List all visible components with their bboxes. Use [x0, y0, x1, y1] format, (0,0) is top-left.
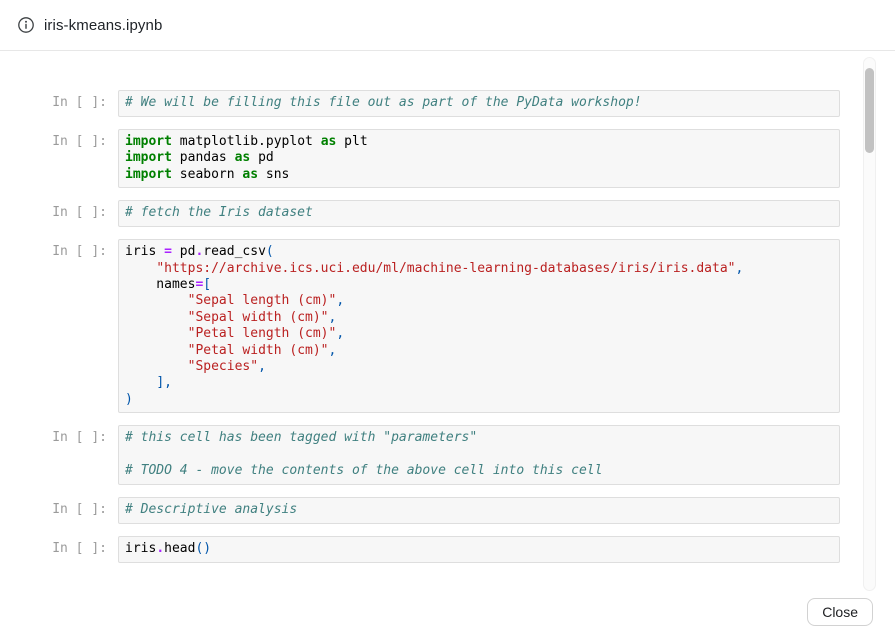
notebook-scroll-area: In [ ]: # We will be filling this file ou…: [0, 52, 895, 591]
cell-input[interactable]: # fetch the Iris dataset: [118, 200, 840, 228]
notebook-cell: In [ ]: iris = pd.read_csv( "https://arch…: [0, 239, 895, 414]
notebook-cell: In [ ]: # this cell has been tagged with …: [0, 425, 895, 485]
notebook-cell: In [ ]: iris.head(): [0, 535, 895, 563]
cell-input[interactable]: iris = pd.read_csv( "https://archive.ics…: [118, 239, 840, 414]
scrollbar-track[interactable]: [863, 57, 876, 591]
scrollbar-thumb[interactable]: [865, 68, 874, 153]
cell-prompt: In [ ]:: [52, 244, 107, 260]
cell-input[interactable]: # We will be filling this file out as pa…: [118, 90, 840, 117]
notebook-cell: In [ ]: # We will be filling this file ou…: [0, 90, 895, 117]
cell-prompt: In [ ]:: [52, 95, 107, 110]
close-button[interactable]: Close: [807, 598, 873, 626]
cell-prompt: In [ ]:: [52, 540, 107, 556]
cell-input[interactable]: # this cell has been tagged with "parame…: [118, 425, 840, 485]
cell-input[interactable]: # Descriptive analysis: [118, 496, 840, 524]
cell-prompt: In [ ]:: [52, 430, 107, 446]
info-icon[interactable]: [18, 17, 34, 33]
cell-prompt: In [ ]:: [52, 205, 107, 221]
notebook-cell: In [ ]: # Descriptive analysis: [0, 496, 895, 524]
notebook-cell: In [ ]: # fetch the Iris dataset: [0, 200, 895, 228]
cell-input[interactable]: import matplotlib.pyplot as plt import p…: [118, 129, 840, 189]
notebook-cell: In [ ]: import matplotlib.pyplot as plt i…: [0, 129, 895, 189]
cell-prompt: In [ ]:: [52, 134, 107, 149]
cell-prompt: In [ ]:: [52, 501, 107, 517]
page-title: iris-kmeans.ipynb: [44, 16, 163, 34]
cell-input[interactable]: iris.head(): [118, 535, 840, 563]
app-header: iris-kmeans.ipynb: [0, 0, 895, 51]
notebook-cells: In [ ]: # We will be filling this file ou…: [0, 90, 895, 563]
